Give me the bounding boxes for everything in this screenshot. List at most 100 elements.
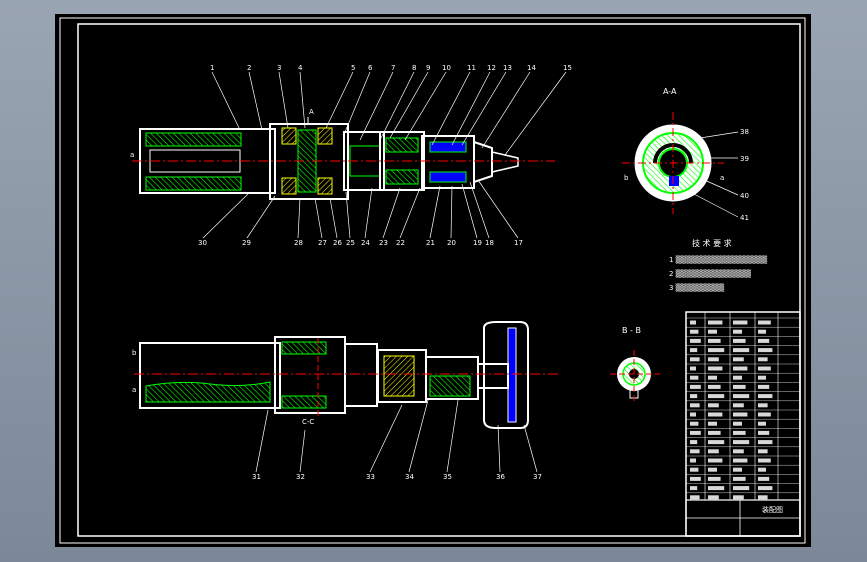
- bearing-1: [281, 127, 297, 145]
- gear-upper: [385, 137, 419, 153]
- lower-head: [483, 321, 529, 429]
- parts-cell-text: [690, 486, 698, 491]
- outer-border: [59, 17, 806, 544]
- parts-cell-text: [708, 486, 725, 491]
- parts-cell-text: [758, 375, 766, 380]
- parts-cell-text: [758, 366, 771, 371]
- drawing-sheet[interactable]: [55, 14, 811, 547]
- parts-cell-text: [708, 430, 721, 435]
- parts-cell-text: [758, 348, 773, 353]
- callout-3: 3: [277, 64, 281, 72]
- callout-35: 35: [443, 473, 452, 481]
- tech-note-2: 2 ▒▒▒▒▒▒▒▒▒▒▒▒▒▒: [669, 269, 752, 278]
- parts-cell-text: [690, 458, 696, 463]
- callout-10: 10: [442, 64, 451, 72]
- parts-cell-text: [708, 449, 719, 454]
- parts-cell-text: [758, 495, 768, 500]
- parts-cell-text: [758, 421, 766, 426]
- parts-cell-text: [708, 348, 725, 353]
- parts-cell-text: [733, 486, 750, 491]
- lower-head-plate: [507, 327, 517, 423]
- parts-cell-text: [690, 375, 699, 380]
- nose-taper: [473, 140, 493, 184]
- lower-housing: [139, 342, 281, 409]
- top-callouts: [211, 71, 567, 156]
- parts-cell-text: [690, 440, 698, 445]
- callout-15: 15: [563, 64, 572, 72]
- parts-cell-text: [708, 329, 717, 334]
- parts-cell-text: [733, 338, 746, 343]
- parts-cell-text: [690, 320, 696, 325]
- parts-cell-text: [690, 384, 701, 389]
- parts-cell-text: [733, 421, 742, 426]
- parts-cell-text: [690, 421, 699, 426]
- callout-30: 30: [198, 239, 207, 247]
- parts-cell-text: [758, 458, 771, 463]
- nose-insert-lower: [429, 171, 467, 183]
- parts-cell-text: [733, 403, 744, 408]
- callout-32: 32: [296, 473, 305, 481]
- callout-14: 14: [527, 64, 536, 72]
- parts-cell-text: [733, 495, 744, 500]
- callout-41: 41: [740, 214, 749, 222]
- callout-9: 9: [426, 64, 430, 72]
- parts-cell-text: [708, 375, 717, 380]
- parts-cell-text: [758, 329, 766, 334]
- parts-cell-text: [733, 329, 742, 334]
- callout-8: 8: [412, 64, 416, 72]
- parts-cell-text: [758, 430, 770, 435]
- parts-cell-text: [733, 394, 750, 399]
- bearing-2: [281, 177, 297, 195]
- section-aa-title: A-A: [663, 87, 677, 96]
- title-block-name: 装配图: [762, 505, 783, 514]
- parts-cell-text: [733, 320, 748, 325]
- lower-gear: [383, 355, 415, 397]
- callout-29: 29: [242, 239, 251, 247]
- inner-border: [77, 23, 801, 537]
- bearing-4: [317, 177, 333, 195]
- parts-cell-text: [758, 440, 773, 445]
- lower-marker-a: a: [132, 386, 136, 394]
- nose-insert-upper: [429, 141, 467, 153]
- bottom-callouts: [202, 179, 519, 239]
- callout-11: 11: [467, 64, 476, 72]
- parts-cell-text: [758, 394, 773, 399]
- parts-cell-text: [733, 375, 742, 380]
- parts-cell-text: [758, 449, 768, 454]
- tool-tip: [491, 151, 519, 173]
- bearing-3: [317, 127, 333, 145]
- section-bb-title: B - B: [622, 326, 641, 335]
- callout-33: 33: [366, 473, 375, 481]
- parts-cell-text: [690, 348, 698, 353]
- callout-21: 21: [426, 239, 435, 247]
- callout-28: 28: [294, 239, 303, 247]
- callout-1: 1: [210, 64, 214, 72]
- parts-cell-text: [758, 384, 770, 389]
- axis-label: a: [130, 151, 134, 159]
- parts-cell-text: [708, 495, 719, 500]
- parts-cell-text: [733, 366, 748, 371]
- lower-shaft: [344, 343, 378, 407]
- parts-cell-text: [708, 357, 719, 362]
- parts-cell-text: [708, 421, 717, 426]
- parts-cell-text: [758, 357, 768, 362]
- parts-cell-text: [733, 476, 746, 481]
- lower-neck: [477, 363, 509, 389]
- callout-27: 27: [318, 239, 327, 247]
- parts-cell-text: [708, 403, 719, 408]
- parts-cell-text: [690, 412, 696, 417]
- parts-cell-text: [758, 338, 770, 343]
- callout-37: 37: [533, 473, 542, 481]
- lower-nose-hatch: [429, 375, 471, 397]
- tech-title: 技 术 要 求: [692, 238, 732, 248]
- parts-cell-text: [758, 467, 766, 472]
- parts-cell-text: [733, 357, 744, 362]
- callout-12: 12: [487, 64, 496, 72]
